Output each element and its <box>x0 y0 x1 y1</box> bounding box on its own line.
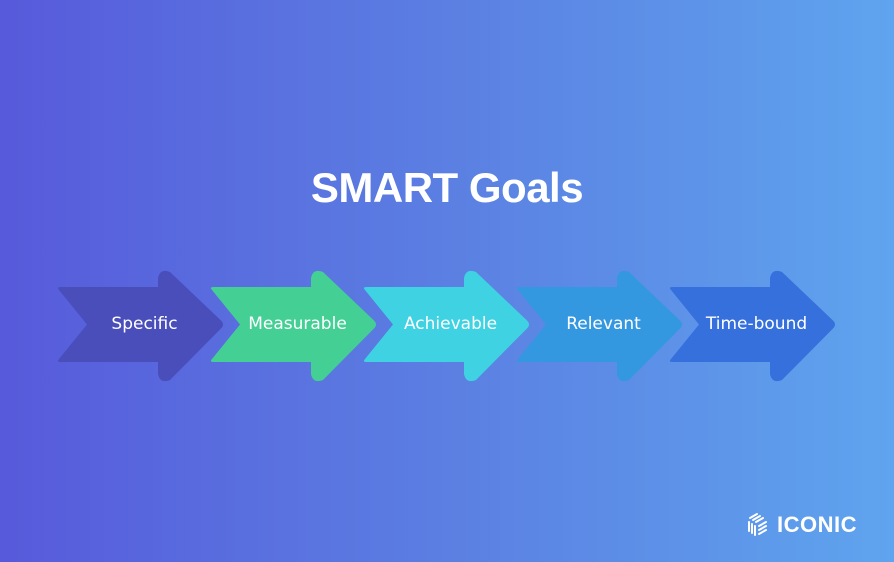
arrow-shape-relevant <box>516 270 682 382</box>
cube-stripes-icon <box>748 513 767 536</box>
brand-logo: ICONIC <box>746 512 857 538</box>
step-label-relevant: Relevant <box>566 314 641 334</box>
step-label-measurable: Measurable <box>248 314 347 334</box>
arrow-shape-achievable <box>363 270 529 382</box>
arrow-shape-specific <box>57 270 223 382</box>
page-title: SMART Goals <box>310 164 584 211</box>
arrow-shape-measurable <box>210 270 376 382</box>
arrow-shape-time-bound <box>669 270 835 382</box>
step-label-specific: Specific <box>111 314 178 334</box>
step-label-time-bound: Time-bound <box>705 314 808 334</box>
brand-name: ICONIC <box>777 512 857 537</box>
step-label-achievable: Achievable <box>403 314 498 334</box>
